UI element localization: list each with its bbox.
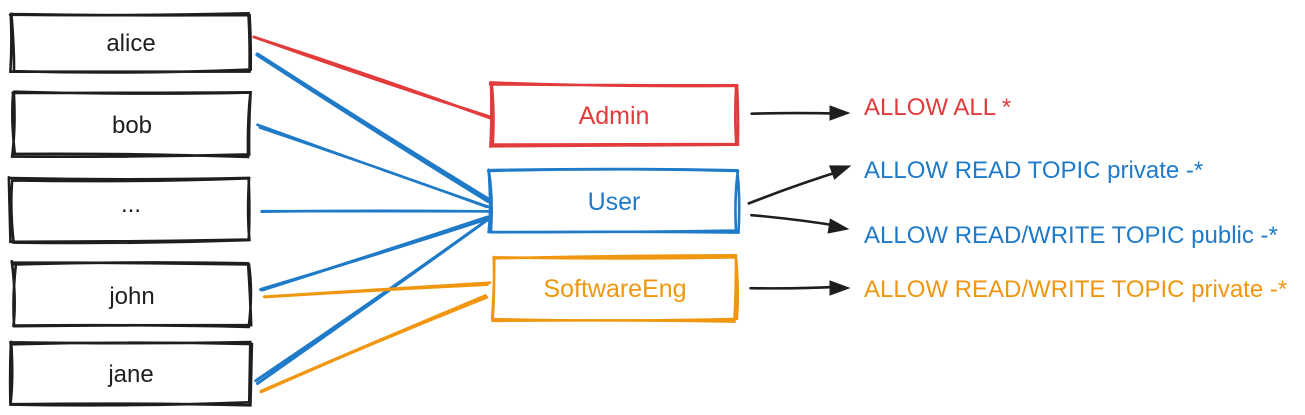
edge-jane-user	[254, 218, 490, 385]
edge-alice-admin	[252, 35, 493, 120]
user-label-ellipsis: ...	[121, 191, 141, 218]
role-box-user	[486, 167, 741, 234]
edge-alice-user	[255, 52, 491, 203]
arrow-line-user-readwrite-public	[750, 213, 843, 228]
arrow-line-softwareeng-readwrite-private	[749, 285, 841, 290]
arrow-head-admin-allow-all	[829, 105, 851, 121]
permission-label-allow-all: ALLOW ALL *	[864, 94, 1011, 121]
edge-jane-softwareeng	[259, 294, 489, 394]
user-box-alice	[8, 11, 253, 74]
arrow-line-user-read-private	[747, 168, 846, 205]
user-box-bob	[10, 90, 252, 159]
permission-label-readwrite-private: ALLOW READ/WRITE TOPIC private -*	[864, 276, 1287, 303]
user-box-jane	[8, 340, 254, 407]
user-label-bob: bob	[112, 112, 152, 139]
edge-john-user	[259, 215, 491, 292]
role-label-admin: Admin	[579, 102, 650, 130]
role-box-softwareeng	[490, 253, 740, 323]
arrow-head-user-readwrite-public	[827, 218, 850, 234]
user-box-ellipsis	[7, 175, 251, 245]
edge-john-softwareeng	[262, 281, 492, 299]
user-label-alice: alice	[106, 30, 155, 57]
user-box-john	[10, 259, 253, 329]
arrow-line-admin-allow-all	[750, 111, 844, 116]
edge-ellipsis-user	[260, 209, 491, 213]
role-label-user: User	[588, 188, 641, 216]
arrow-head-user-read-private	[829, 165, 852, 180]
role-box-admin	[488, 81, 740, 148]
permission-label-readwrite-public: ALLOW READ/WRITE TOPIC public -*	[864, 222, 1278, 249]
permission-label-read-private: ALLOW READ TOPIC private -*	[864, 157, 1203, 184]
arrow-head-softwareeng-readwrite-private	[829, 280, 851, 296]
role-label-softwareeng: SoftwareEng	[543, 275, 686, 303]
edge-bob-user	[256, 123, 491, 209]
user-label-john: john	[108, 283, 154, 310]
user-label-jane: jane	[107, 361, 153, 388]
